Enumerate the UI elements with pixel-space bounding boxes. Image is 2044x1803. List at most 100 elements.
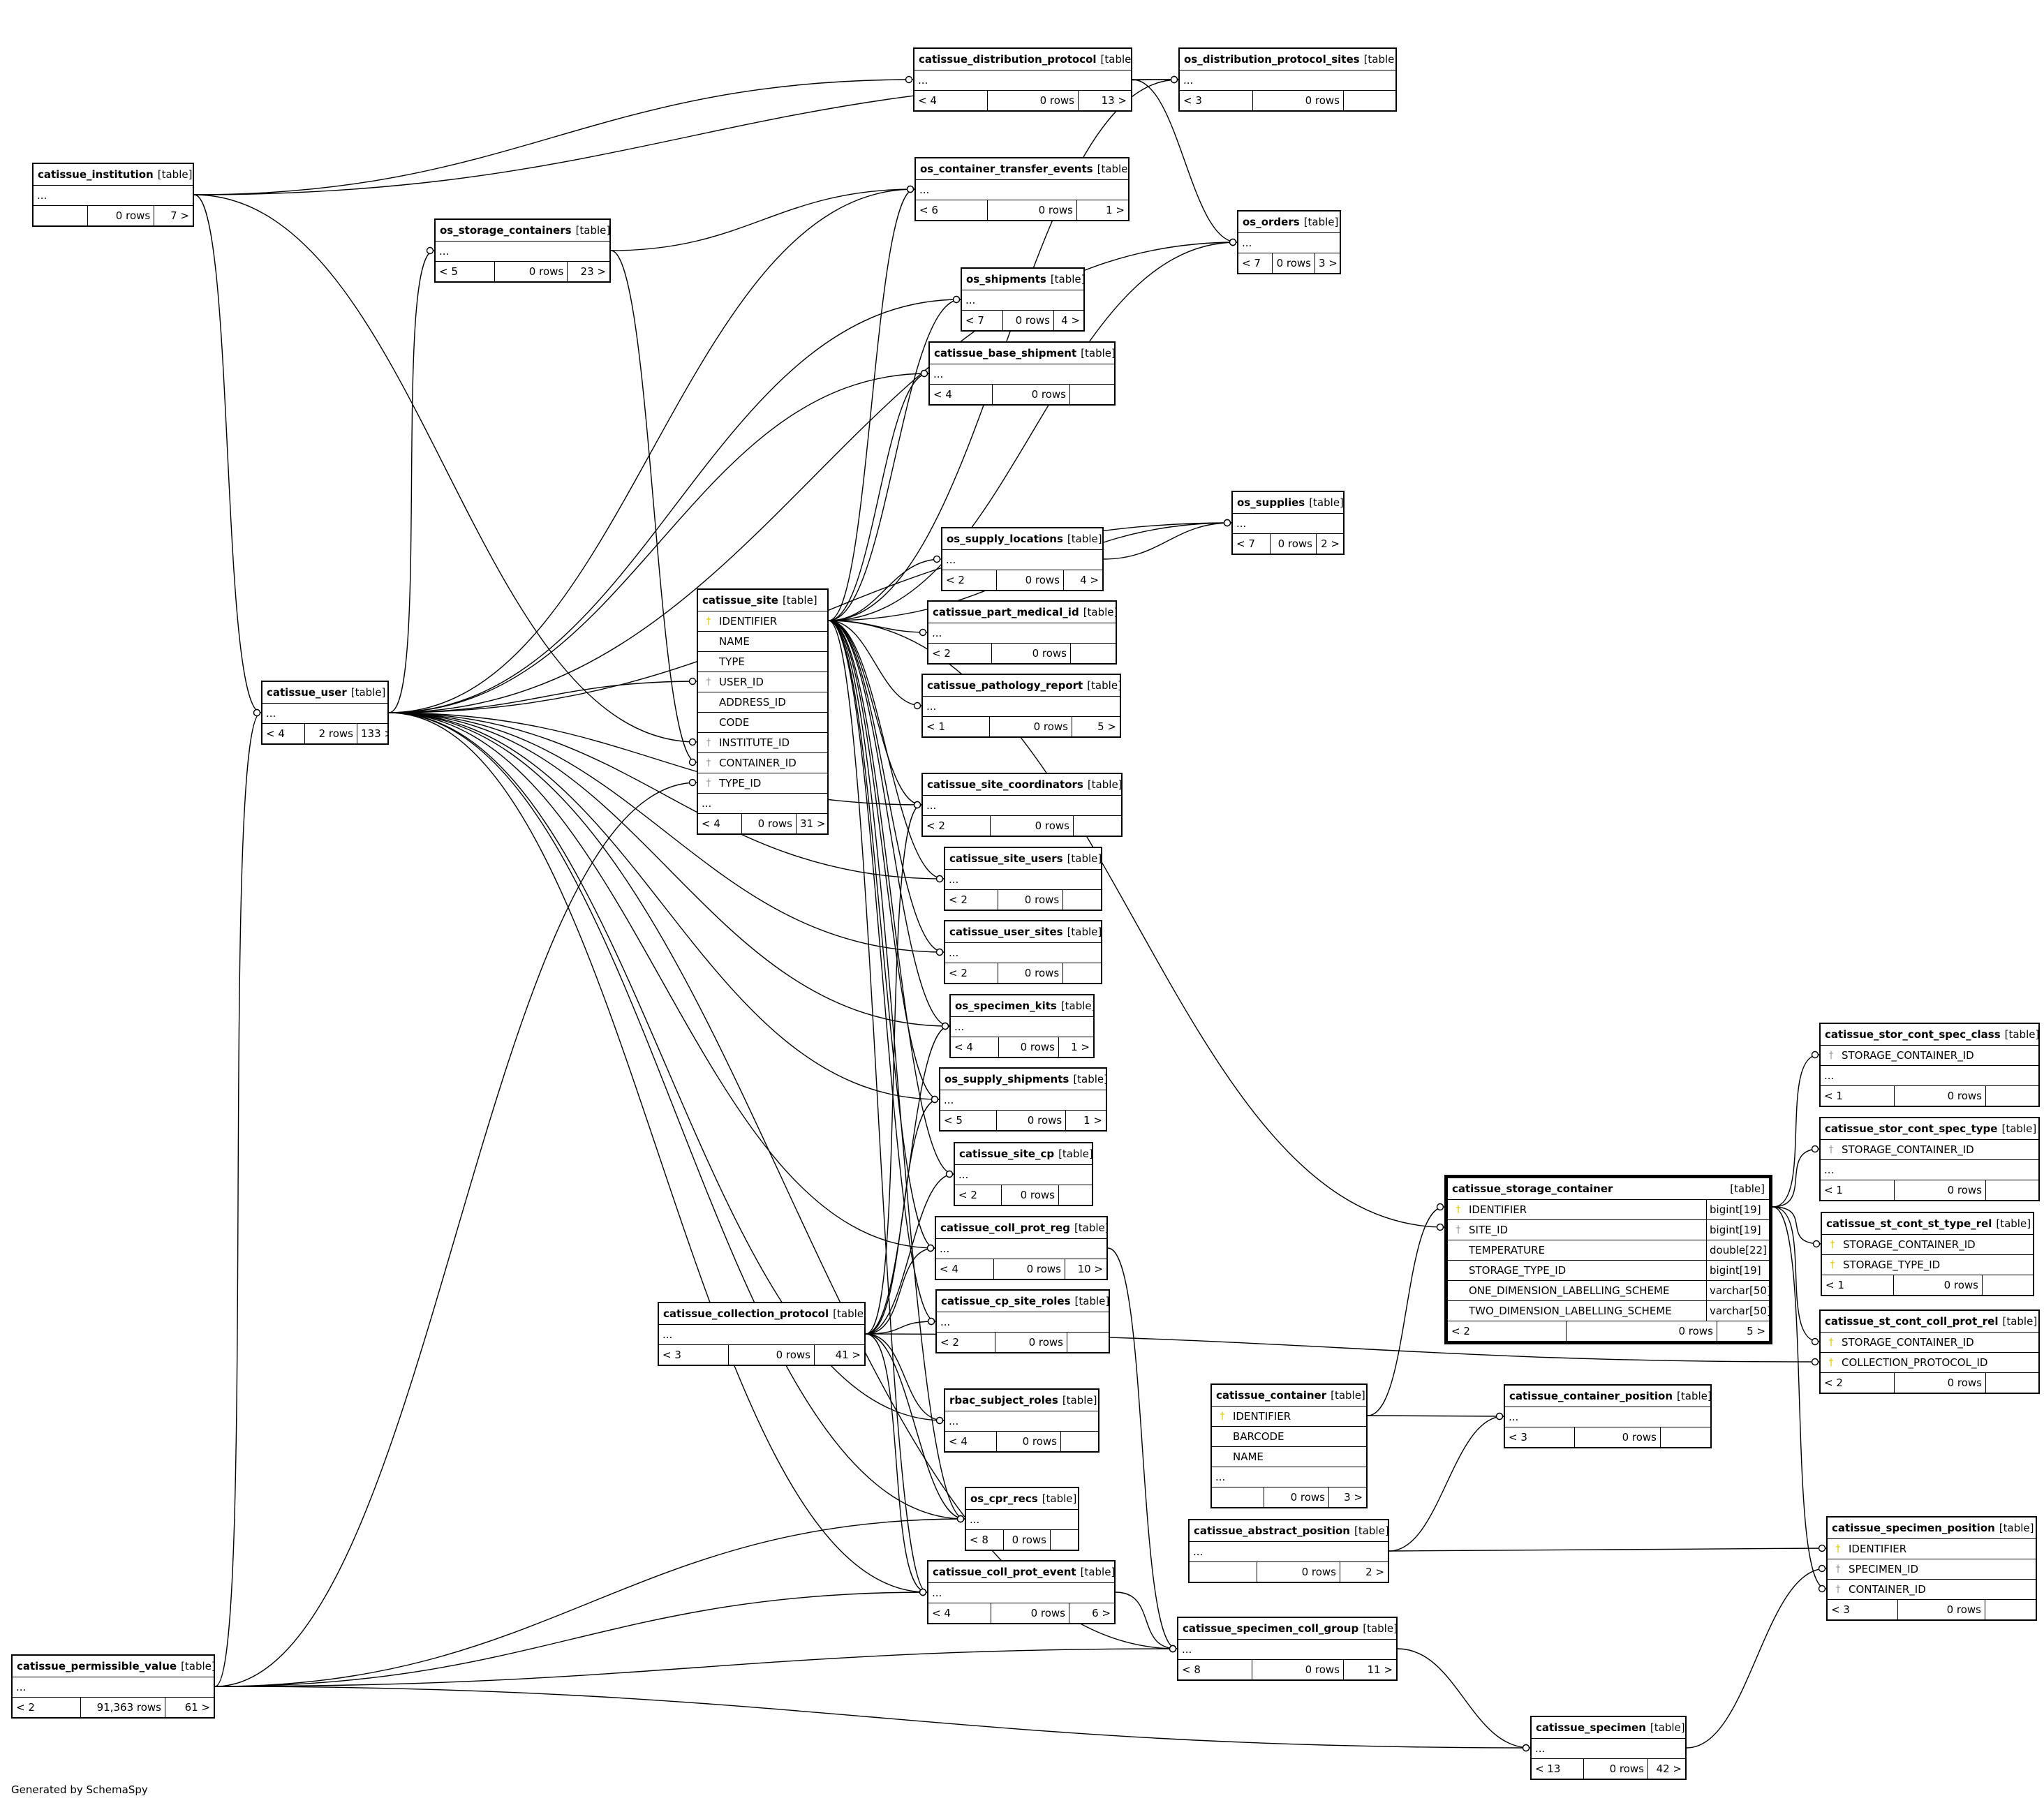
column-row[interactable]: †IDENTIFIER [698, 611, 827, 631]
table-header[interactable]: catissue_stor_cont_spec_class[table] [1821, 1024, 2038, 1045]
table-header[interactable]: catissue_site[table] [698, 590, 827, 611]
table-header[interactable]: os_cpr_recs[table] [966, 1488, 1078, 1509]
table-header[interactable]: catissue_coll_prot_reg[table] [936, 1217, 1106, 1238]
column-row[interactable]: †STORAGE_CONTAINER_ID [1821, 1045, 2038, 1065]
table-name[interactable]: catissue_pathology_report [927, 679, 1083, 692]
table-name[interactable]: catissue_stor_cont_spec_class [1825, 1028, 2001, 1041]
table-name[interactable]: catissue_container_position [1509, 1390, 1673, 1402]
table-header[interactable]: os_supply_shipments[table] [940, 1069, 1106, 1090]
table-header[interactable]: catissue_site_users[table] [945, 848, 1101, 869]
table-name[interactable]: os_specimen_kits [955, 1000, 1057, 1012]
column-row[interactable]: †IDENTIFIER [1212, 1406, 1366, 1426]
table-name[interactable]: catissue_distribution_protocol [919, 53, 1097, 66]
table-name[interactable]: catissue_base_shipment [934, 347, 1077, 359]
table-os-distribution-protocol-sites[interactable]: os_distribution_protocol_sites[table]...… [1178, 47, 1397, 112]
column-row[interactable]: †CONTAINER_ID [1828, 1579, 2036, 1599]
table-header[interactable]: rbac_subject_roles[table] [945, 1390, 1098, 1411]
table-header[interactable]: catissue_user[table] [262, 682, 387, 703]
table-name[interactable]: catissue_user [267, 686, 347, 699]
table-catissue-st-cont-st-type-rel[interactable]: catissue_st_cont_st_type_rel[table] †STOR… [1821, 1212, 2034, 1296]
table-header[interactable]: os_supplies[table] [1233, 492, 1343, 513]
table-name[interactable]: catissue_specimen [1536, 1721, 1646, 1734]
table-name[interactable]: catissue_st_cont_st_type_rel [1826, 1217, 1992, 1230]
table-name[interactable]: catissue_institution [38, 168, 154, 181]
table-header[interactable]: catissue_storage_container[table] [1448, 1178, 1769, 1199]
table-header[interactable]: os_supply_locations[table] [942, 528, 1102, 549]
table-header[interactable]: catissue_stor_cont_spec_type[table] [1821, 1118, 2038, 1139]
table-header[interactable]: catissue_base_shipment[table] [930, 343, 1114, 364]
table-header[interactable]: catissue_user_sites[table] [945, 921, 1101, 942]
column-row[interactable]: †IDENTIFIER [1828, 1538, 2036, 1559]
table-name[interactable]: os_shipments [966, 273, 1046, 285]
table-header[interactable]: catissue_st_cont_st_type_rel[table] [1822, 1213, 2033, 1234]
table-catissue-specimen-position[interactable]: catissue_specimen_position[table]†IDENTI… [1826, 1516, 2037, 1621]
table-header[interactable]: os_container_transfer_events[table] [916, 158, 1128, 179]
table-header[interactable]: os_distribution_protocol_sites[table] [1180, 49, 1395, 70]
table-catissue-distribution-protocol[interactable]: catissue_distribution_protocol[table]...… [913, 47, 1132, 112]
column-row[interactable]: †USER_ID [698, 672, 827, 692]
column-row[interactable]: BARCODE [1212, 1426, 1366, 1446]
table-header[interactable]: os_specimen_kits[table] [951, 995, 1093, 1016]
table-catissue-stor-cont-spec-class[interactable]: catissue_stor_cont_spec_class[table]†STO… [1819, 1023, 2040, 1107]
table-header[interactable]: os_storage_containers[table] [436, 220, 609, 241]
table-catissue-st-cont-coll-prot-rel[interactable]: catissue_st_cont_coll_prot_rel[table]†ST… [1819, 1309, 2040, 1394]
table-name[interactable]: os_supply_shipments [945, 1073, 1069, 1085]
table-name[interactable]: rbac_subject_roles [949, 1394, 1058, 1407]
table-name[interactable]: catissue_stor_cont_spec_type [1825, 1122, 1998, 1135]
table-header[interactable]: catissue_container[table] [1212, 1385, 1366, 1406]
column-row[interactable]: †COLLECTION_PROTOCOL_ID [1821, 1352, 2038, 1372]
table-name[interactable]: catissue_site [702, 594, 778, 607]
table-os-container-transfer-events[interactable]: os_container_transfer_events[table]...< … [914, 157, 1130, 221]
table-header[interactable]: catissue_coll_prot_event[table] [928, 1561, 1114, 1582]
table-name[interactable]: catissue_site_coordinators [927, 778, 1083, 791]
table-catissue-container-position[interactable]: catissue_container_position[table]...< 3… [1504, 1384, 1712, 1448]
table-name[interactable]: catissue_user_sites [949, 926, 1063, 938]
table-header[interactable]: os_shipments[table] [962, 269, 1083, 290]
table-header[interactable]: catissue_site_cp[table] [955, 1143, 1092, 1164]
table-header[interactable]: catissue_cp_site_roles[table] [937, 1291, 1109, 1312]
table-header[interactable]: catissue_site_coordinators[table] [923, 774, 1121, 795]
table-header[interactable]: catissue_specimen_position[table] [1828, 1518, 2036, 1538]
table-name[interactable]: catissue_storage_container [1452, 1182, 1613, 1195]
table-header[interactable]: catissue_specimen_coll_group[table] [1178, 1618, 1396, 1639]
column-row[interactable]: ADDRESS_ID [698, 692, 827, 712]
table-header[interactable]: catissue_container_position[table] [1505, 1386, 1710, 1407]
column-row[interactable]: †STORAGE_CONTAINER_ID [1821, 1332, 2038, 1352]
table-name[interactable]: catissue_specimen_position [1832, 1522, 1995, 1534]
table-name[interactable]: catissue_st_cont_coll_prot_rel [1825, 1315, 1999, 1328]
table-catissue-specimen-coll-group[interactable]: catissue_specimen_coll_group[table]...< … [1177, 1617, 1398, 1681]
table-header[interactable]: catissue_st_cont_coll_prot_rel[table] [1821, 1311, 2038, 1332]
table-header[interactable]: os_orders[table] [1238, 212, 1340, 232]
column-row[interactable]: †STORAGE_TYPE_ID [1822, 1254, 2033, 1275]
table-header[interactable]: catissue_distribution_protocol[table] [914, 49, 1131, 70]
table-catissue-stor-cont-spec-type[interactable]: catissue_stor_cont_spec_type[table]†STOR… [1819, 1117, 2040, 1201]
column-row[interactable]: NAME [698, 631, 827, 651]
table-name[interactable]: catissue_permissible_value [17, 1660, 177, 1672]
table-name[interactable]: os_storage_containers [440, 224, 572, 237]
table-header[interactable]: catissue_institution[table] [34, 164, 193, 185]
table-catissue-abstract-position[interactable]: catissue_abstract_position[table]...0 ro… [1188, 1519, 1389, 1583]
column-row[interactable]: CODE [698, 712, 827, 732]
